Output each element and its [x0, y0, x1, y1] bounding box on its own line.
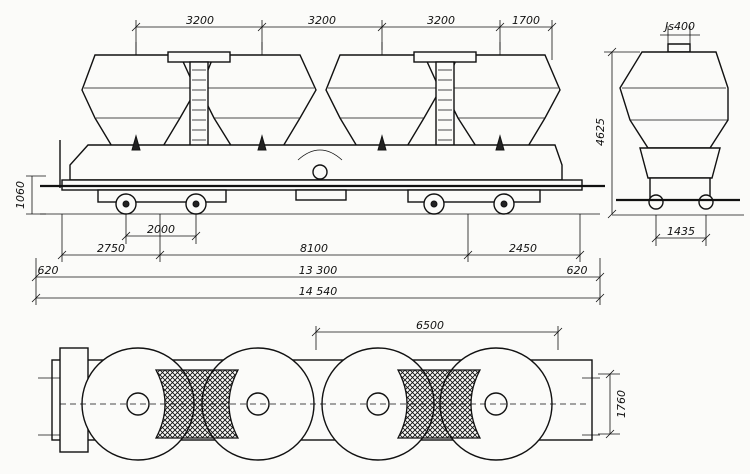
- dim-top-2: 3200: [308, 14, 336, 27]
- outlet-valves: [131, 134, 505, 180]
- bogie-left: [97, 189, 227, 215]
- dim-top-1: 3200: [186, 14, 214, 27]
- hopper-1: [81, 42, 197, 169]
- bogie-right: [407, 189, 541, 215]
- dim-plan-width: 1760: [615, 390, 628, 418]
- dim-bogie-spacing: 2000: [147, 223, 175, 236]
- dim-row1-right: 2450: [509, 242, 537, 255]
- dim-row2-left: 620: [38, 264, 59, 277]
- dim-row1-left: 2750: [97, 242, 125, 255]
- dim-end-height: 4625: [594, 118, 607, 146]
- dim-overall-length: 14 540: [299, 285, 338, 298]
- bogie-hatch-left: [154, 369, 240, 439]
- dim-top-4: 1700: [512, 14, 540, 27]
- bottom-dimension-lines: [26, 175, 605, 305]
- wagon-frame: [40, 140, 605, 201]
- dim-height-left: 1060: [14, 181, 27, 209]
- dim-end-top: Js400: [663, 20, 695, 33]
- top-dimension-chain: [131, 20, 557, 60]
- bogie-hatch-right: [396, 369, 482, 439]
- dim-row2-right: 620: [567, 264, 588, 277]
- plan-view: [38, 326, 620, 461]
- dim-end-gauge: 1435: [667, 225, 695, 238]
- side-view: [26, 20, 605, 305]
- dim-row1-center: 8100: [300, 242, 328, 255]
- dim-top-3: 3200: [427, 14, 455, 27]
- dim-row2-center: 13 300: [299, 264, 338, 277]
- dim-plan-spacing: 6500: [416, 319, 444, 332]
- end-view: [604, 26, 744, 246]
